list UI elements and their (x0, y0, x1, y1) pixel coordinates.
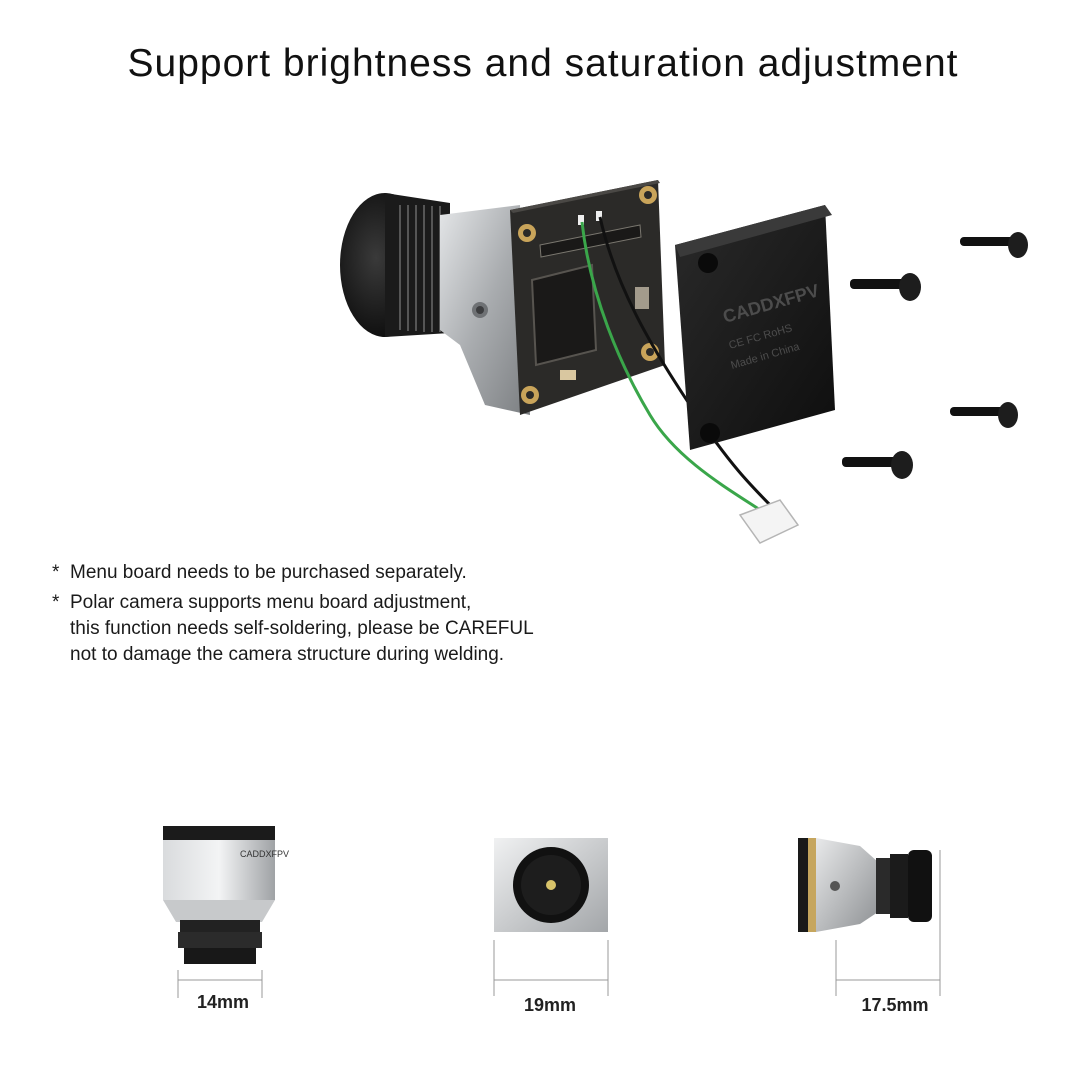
top-view-illustration: CADDXFPV (163, 826, 289, 998)
footnote-marker: * (52, 592, 60, 613)
footnotes: * Menu board needs to be purchased separ… (52, 560, 752, 668)
footnote-marker: * (52, 562, 60, 583)
camera-pcb-board (510, 180, 665, 415)
page-title: Support brightness and saturation adjust… (127, 42, 959, 85)
front-view-width-label: 19mm (523, 995, 577, 1015)
mounting-screws (842, 232, 1028, 479)
camera-lens (340, 193, 450, 337)
screw (850, 273, 921, 301)
wire-connector-plug (738, 499, 800, 544)
solder-wires (580, 216, 782, 522)
camera-back-cover: CADDXFPV CE FC RoHS Made in China (675, 205, 835, 450)
screw (950, 402, 1018, 428)
camera-exploded-view-illustration: CADDXFPV CE FC RoHS Made in China (340, 180, 1028, 544)
footnote-line: this function needs self-soldering, plea… (70, 618, 534, 639)
camera-silver-housing (440, 205, 530, 415)
footnote-line: Polar camera supports menu board adjustm… (70, 592, 472, 613)
footnote-menu-board: * Menu board needs to be purchased separ… (52, 560, 752, 586)
top-view-brand-logo: CADDXFPV (240, 849, 289, 859)
side-view-width-label: 17.5mm (861, 995, 929, 1015)
front-view-illustration (493, 838, 609, 996)
screw (960, 232, 1028, 258)
side-view-illustration (798, 838, 941, 996)
top-view-width-label: 14mm (196, 992, 250, 1012)
screw (842, 451, 913, 479)
footnote-line: not to damage the camera structure durin… (70, 644, 505, 665)
footnote-line: Menu board needs to be purchased separat… (70, 562, 467, 583)
footnote-soldering-warning: * Polar camera supports menu board adjus… (52, 590, 752, 668)
